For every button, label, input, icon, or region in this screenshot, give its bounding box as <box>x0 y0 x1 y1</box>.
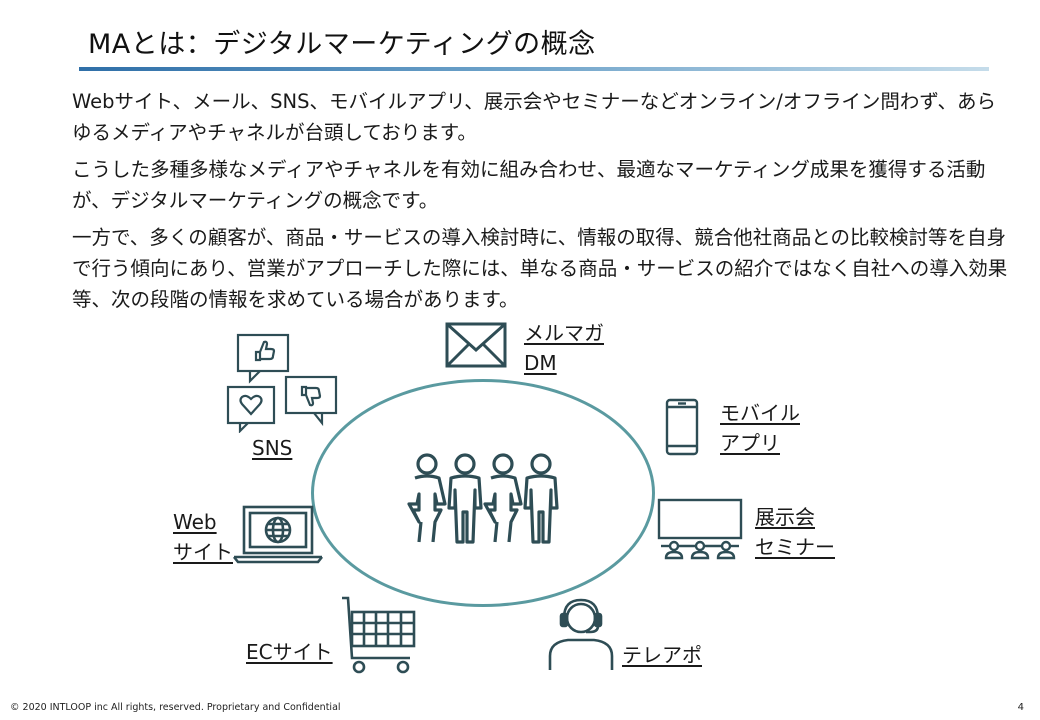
title-underline <box>79 67 989 71</box>
label-event-line1: 展示会 <box>755 505 815 529</box>
copyright-footer: © 2020 INTLOOP inc All rights, reserved.… <box>10 702 341 713</box>
label-mobile-line1: モバイル <box>720 401 800 425</box>
presentation-audience-icon <box>657 498 743 560</box>
customer-ellipse <box>311 379 655 607</box>
body-text: Webサイト、メール、SNS、モバイルアプリ、展示会やセミナーなどオンライン/オ… <box>72 86 1012 321</box>
laptop-globe-icon <box>232 505 324 564</box>
label-mail: メルマガ DM <box>524 318 604 378</box>
social-feedback-icon <box>226 333 338 433</box>
label-web-line2: サイト <box>173 540 233 564</box>
label-event: 展示会 セミナー <box>755 502 835 562</box>
label-mobile: モバイル アプリ <box>720 398 800 458</box>
paragraph-3: 一方で、多くの顧客が、商品・サービスの導入検討時に、情報の取得、競合他社商品との… <box>72 226 1008 311</box>
label-tele: テレアポ <box>622 640 702 670</box>
headset-operator-icon <box>548 598 614 670</box>
label-mobile-line2: アプリ <box>720 431 780 455</box>
label-tele-line1: テレアポ <box>622 643 702 667</box>
paragraph-1: Webサイト、メール、SNS、モバイルアプリ、展示会やセミナーなどオンライン/オ… <box>72 90 997 144</box>
slide-title: MAとは：デジタルマーケティングの概念 <box>88 29 596 60</box>
label-ec: ECサイト <box>246 637 333 667</box>
page-number: 4 <box>1017 702 1024 713</box>
envelope-icon <box>445 322 507 368</box>
label-mail-line1: メルマガ <box>524 321 604 345</box>
label-sns-line1: SNS <box>252 436 293 460</box>
label-web: Web サイト <box>173 507 233 567</box>
shopping-cart-icon <box>342 596 416 674</box>
customers-group-icon <box>407 453 559 544</box>
paragraph-2: こうした多種多様なメディアやチャネルを有効に組み合わせ、最適なマーケティング成果… <box>72 158 986 212</box>
label-sns: SNS <box>252 433 292 463</box>
label-ec-line1: ECサイト <box>246 640 333 664</box>
smartphone-icon <box>665 398 699 456</box>
label-web-line1: Web <box>173 510 217 534</box>
label-event-line2: セミナー <box>755 535 835 559</box>
label-mail-line2: DM <box>524 351 557 375</box>
